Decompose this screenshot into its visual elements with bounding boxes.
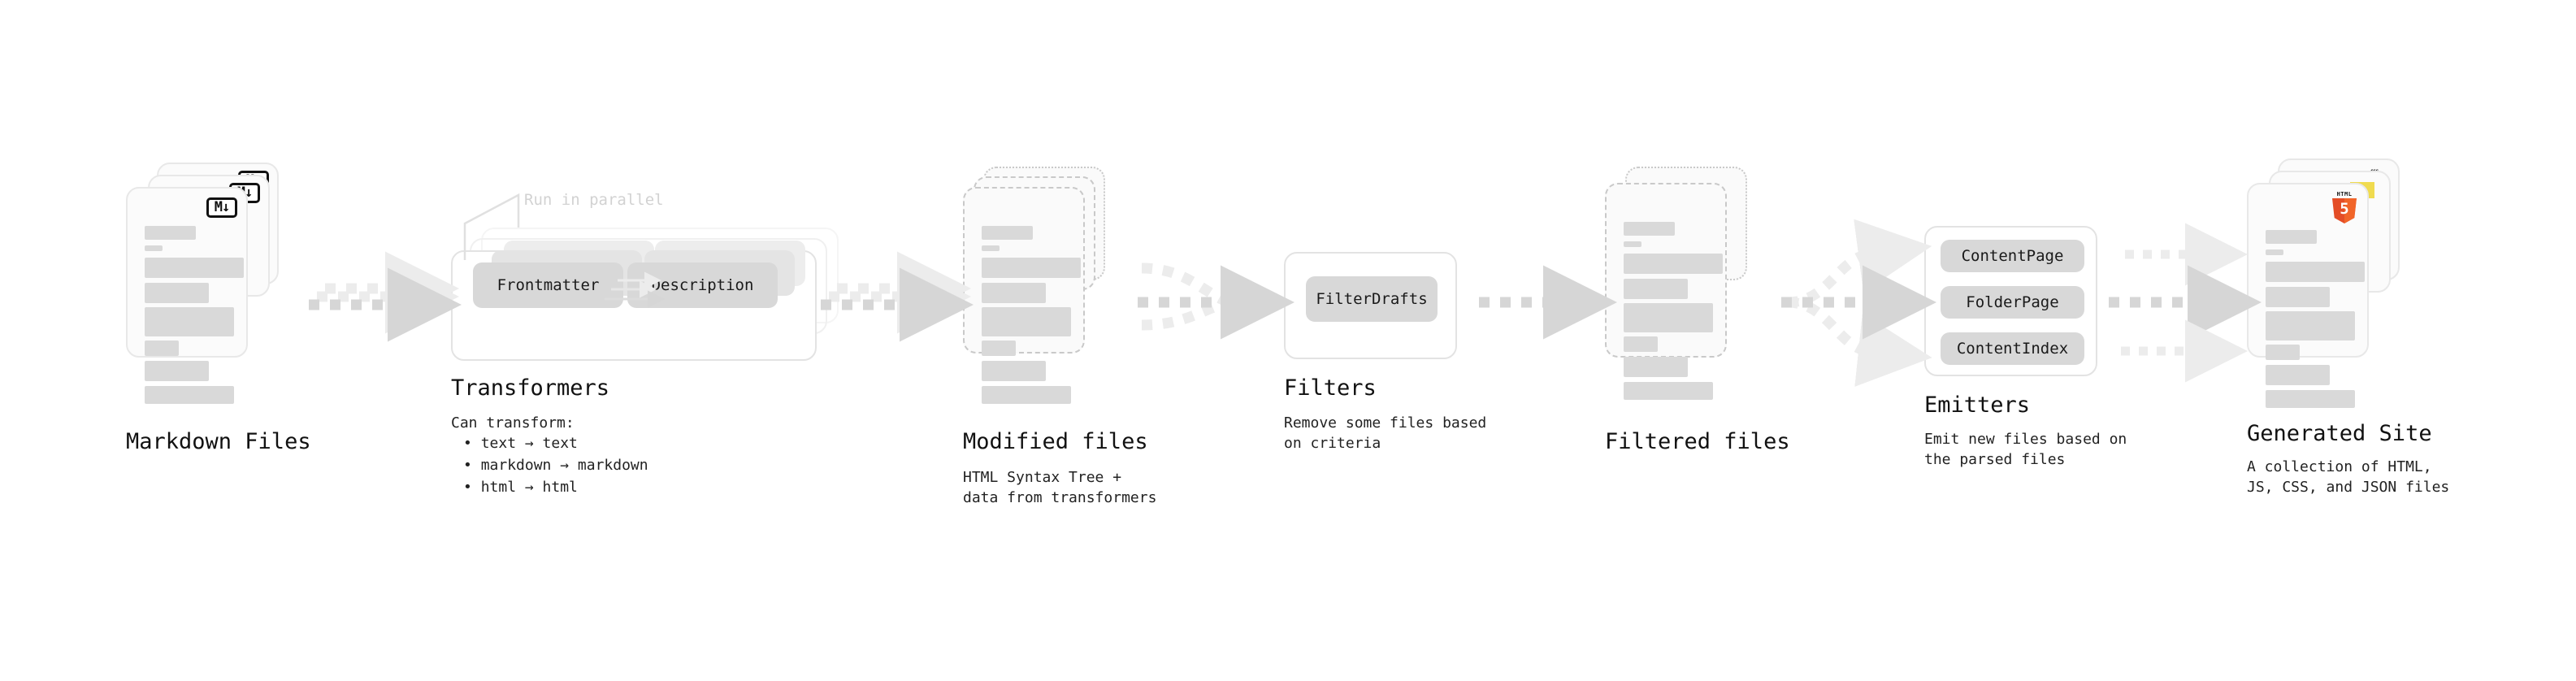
emitters-box: ContentPage FolderPage ContentIndex [1924, 226, 2097, 376]
doc-line [982, 258, 1081, 278]
stage-title-transformers: Transformers [451, 375, 610, 401]
doc-line [982, 283, 1046, 303]
transformers-bullet-1: • markdown → markdown [463, 457, 648, 474]
emitters-subtitle: Emit new files based on the parsed files [1924, 431, 2127, 468]
filter-chip-filterdrafts[interactable]: FilterDrafts [1306, 276, 1438, 322]
doc-line [2266, 287, 2330, 307]
doc-line [982, 307, 1071, 336]
doc-line [982, 386, 1071, 404]
doc-line [1624, 241, 1641, 247]
stage-title-emitters: Emitters [1924, 393, 2031, 418]
doc-line [2266, 249, 2283, 255]
doc-line [145, 258, 244, 278]
doc-line [145, 361, 209, 381]
doc-line [145, 283, 209, 303]
arrow-filtered-to-emitters [1781, 219, 1936, 387]
doc-line [1624, 222, 1675, 236]
doc-line [2266, 365, 2330, 385]
arrow-modified-to-filters [1138, 262, 1295, 340]
arrow-emitters-to-generated [2109, 223, 2262, 383]
stage-title-modified-files: Modified files [963, 429, 1148, 454]
doc-line [145, 307, 234, 336]
emitter-chip-folderpage[interactable]: FolderPage [1941, 286, 2084, 319]
doc-line [982, 361, 1046, 381]
bullet-text: markdown → markdown [480, 457, 648, 474]
doc-line [145, 386, 234, 404]
transformers-subtitle: Can transform: [451, 414, 575, 432]
doc-line [145, 245, 163, 251]
doc-line [982, 245, 1000, 251]
arrow-markdown-to-transformers [309, 251, 462, 342]
filters-subtitle: Remove some files based on criteria [1284, 414, 1487, 452]
doc-line [2266, 262, 2365, 282]
bullet-text: text → text [480, 435, 578, 452]
html5-icon-label: HTML [2336, 191, 2353, 197]
filtered-card-front [1605, 183, 1727, 400]
transformers-box: Frontmatter Description [451, 241, 817, 361]
markdown-card-front: M↓ [126, 187, 248, 404]
html5-icon: HTML 5 [2331, 191, 2358, 223]
doc-line [982, 226, 1033, 240]
transformer-chip-description[interactable]: Description [627, 262, 778, 308]
modified-files-subtitle: HTML Syntax Tree + data from transformer… [963, 469, 1157, 506]
stage-title-filters: Filters [1284, 375, 1377, 401]
doc-line [1624, 336, 1658, 352]
generated-site-subtitle: A collection of HTML, JS, CSS, and JSON … [2247, 458, 2450, 496]
doc-line [2266, 230, 2317, 244]
bullet-text: html → html [480, 479, 578, 496]
transformer-chip-frontmatter[interactable]: Frontmatter [473, 262, 623, 308]
stage-title-generated-site: Generated Site [2247, 421, 2432, 446]
doc-line [145, 226, 196, 240]
markdown-icon: M↓ [206, 197, 237, 218]
doc-line [1624, 382, 1713, 400]
filters-box: FilterDrafts [1284, 252, 1457, 359]
stage-title-filtered-files: Filtered files [1605, 429, 1790, 454]
doc-line [1624, 279, 1688, 299]
doc-line [982, 340, 1016, 356]
html5-icon-digit: 5 [2340, 200, 2349, 218]
transformers-bullet-0: • text → text [463, 435, 578, 452]
stage-title-markdown-files: Markdown Files [126, 429, 311, 454]
doc-line [145, 340, 179, 356]
doc-line [1624, 254, 1723, 274]
modified-card-front [963, 187, 1085, 404]
doc-line [1624, 357, 1688, 377]
run-in-parallel-annotation: Run in parallel [524, 191, 664, 209]
doc-line [2266, 390, 2355, 408]
doc-line [2266, 345, 2300, 360]
doc-line [1624, 303, 1713, 332]
doc-line [2266, 311, 2355, 340]
emitter-chip-contentindex[interactable]: ContentIndex [1941, 332, 2084, 365]
emitter-chip-contentpage[interactable]: ContentPage [1941, 240, 2084, 272]
generated-card-front: HTML 5 [2247, 183, 2369, 408]
transformers-bullet-2: • html → html [463, 479, 578, 496]
